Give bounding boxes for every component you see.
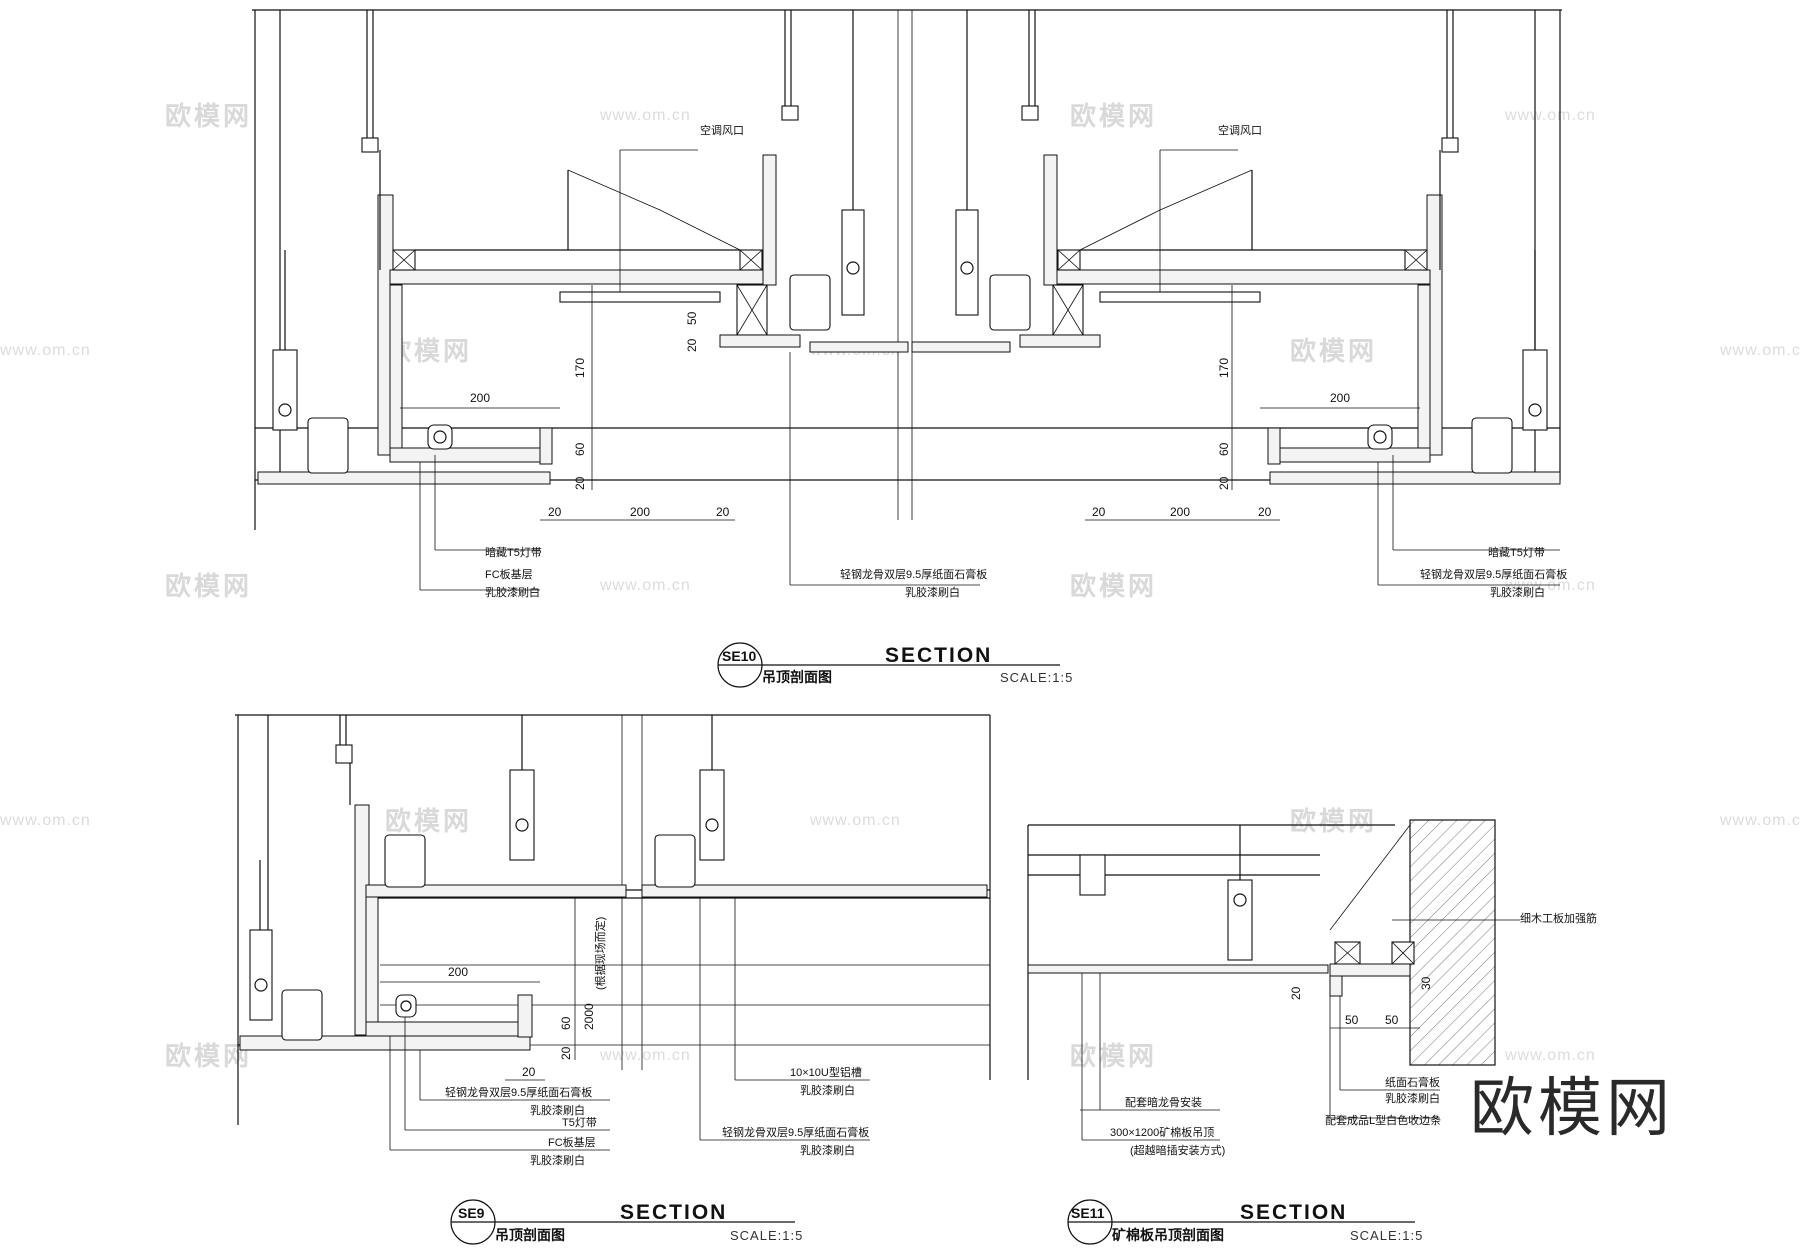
se9-tag: SE9 [458,1205,485,1221]
se9-label-fc-board: FC板基层 [548,1135,596,1149]
se10-section-word: SECTION [885,644,992,667]
se9-label-latex-b: 乳胶漆刷白 [530,1153,585,1167]
watermark-url: www.om.cn [0,812,91,829]
se10-section: 空调风口 [252,9,1567,688]
se10-label-latex-right: 乳胶漆刷白 [1490,585,1545,599]
brand-logo: 欧模网 [1470,1072,1674,1144]
watermark-url: www.om.cn [1504,577,1596,594]
se11-dim-50b: 50 [1385,1013,1399,1027]
se10-dim-b200-left: 200 [630,505,650,519]
se10-dim-b20b-right: 20 [1258,505,1272,519]
se9-label-latex-c: 乳胶漆刷白 [800,1083,855,1097]
se11-label-wood-board: 细木工板加强筋 [1520,911,1597,925]
se11-dim-30: 30 [1419,976,1433,990]
se9-label-groove: 10×10U型铝槽 [790,1065,862,1079]
se10-dim-b20a-right: 20 [1092,505,1106,519]
se10-label-fc-board: FC板基层 [485,567,533,581]
se11-dim-50a: 50 [1345,1013,1359,1027]
watermark-url: www.om.cn [809,812,901,829]
se11-title: 矿棉板吊顶剖面图 [1112,1227,1224,1243]
watermark-url: www.om.cn [599,107,691,124]
se11-dim-20: 20 [1289,986,1303,1000]
se10-label-ac-vent-left: 空调风口 [700,123,744,137]
watermark-logo: 欧模网 [1070,571,1157,601]
watermark-url: www.om.cn [1719,342,1800,359]
se10-dim-50-left: 50 [685,311,699,325]
se10-label-latex-mid: 乳胶漆刷白 [905,585,960,599]
se10-dim-200-left: 200 [470,391,490,405]
watermark-url: www.om.cn [1719,812,1800,829]
se10-label-gypsum-right: 轻钢龙骨双层9.5厚纸面石膏板 [1420,567,1567,581]
se10-dim-20-left: 20 [573,476,587,490]
watermark-url: www.om.cn [0,342,91,359]
se10-dim-b200-right: 200 [1170,505,1190,519]
watermark-logo: 欧模网 [1070,1041,1157,1071]
se10-dim-170-left: 170 [573,358,587,378]
watermark-logo: 欧模网 [165,101,252,131]
se11-label-keel: 配套暗龙骨安装 [1125,1095,1202,1109]
watermark-logo: 欧模网 [385,806,472,836]
se9-label-gypsum-b: 轻钢龙骨双层9.5厚纸面石膏板 [722,1125,869,1139]
se10-scale: SCALE:1:5 [1000,670,1073,685]
se11-section-word: SECTION [1240,1201,1347,1224]
se10-dim-60-right: 60 [1217,442,1231,456]
se11-label-install: (超越暗插安装方式) [1130,1143,1225,1157]
se9-label-latex-d: 乳胶漆刷白 [800,1143,855,1157]
watermark-url: www.om.cn [1504,107,1596,124]
se10-label-t5-right: 暗藏T5灯带 [1488,545,1545,559]
watermark-url: www.om.cn [599,1047,691,1064]
se10-title: 吊顶剖面图 [762,669,832,685]
watermark-logo: 欧模网 [1070,101,1157,131]
watermark-logo: 欧模网 [165,571,252,601]
watermark-url: www.om.cn [599,577,691,594]
se11-section: 20 50 50 30 细木工板加强筋 纸面石膏板 乳胶漆刷白 配套成品L型白色… [1027,819,1597,1245]
se9-section-word: SECTION [620,1201,727,1224]
se10-label-ac-vent-right: 空调风口 [1218,123,1262,137]
watermark-logo: 欧模网 [1290,806,1377,836]
se10-dim-170-right: 170 [1217,358,1231,378]
se10-dim-20-right: 20 [1217,476,1231,490]
se10-label-gypsum-mid: 轻钢龙骨双层9.5厚纸面石膏板 [840,567,987,581]
watermark-url: www.om.cn [1504,1047,1596,1064]
se10-label-t5-left: 暗藏T5灯带 [485,545,542,559]
se9-dim-2000: 2000 [582,1003,596,1030]
se10-dim-20b-left: 20 [685,338,699,352]
se9-section: 200 2000 (根据现场而定) 60 20 20 轻钢龙骨双层9.5厚纸面石… [235,714,991,1245]
se9-vertical-note: (根据现场而定) [593,917,607,990]
se10-tag: SE10 [722,648,756,664]
se9-scale: SCALE:1:5 [730,1228,803,1243]
se11-label-latex: 乳胶漆刷白 [1385,1091,1440,1105]
se9-dim-60: 60 [559,1016,573,1030]
watermark-logo: 欧模网 [165,1041,252,1071]
se9-label-gypsum-a: 轻钢龙骨双层9.5厚纸面石膏板 [445,1085,592,1099]
se9-dim-20b: 20 [522,1065,536,1079]
se10-dim-60-left: 60 [573,442,587,456]
se9-dim-200: 200 [448,965,468,979]
se10-dim-b20b-left: 20 [716,505,730,519]
se9-title: 吊顶剖面图 [495,1227,565,1243]
se10-dim-b20a-left: 20 [548,505,562,519]
watermark-logo: 欧模网 [1290,336,1377,366]
se11-tag: SE11 [1071,1205,1105,1221]
se11-scale: SCALE:1:5 [1350,1228,1423,1243]
se9-label-latex-a: 乳胶漆刷白 [530,1103,585,1117]
se11-label-gypsum: 纸面石膏板 [1385,1075,1440,1089]
se9-dim-20: 20 [559,1046,573,1060]
watermarks: 欧模网 www.om.cn 欧模网 www.om.cn www.om.cn 欧模… [0,101,1800,1071]
se9-label-t5: T5灯带 [562,1116,597,1129]
se11-label-panel: 300×1200矿棉板吊顶 [1110,1125,1214,1139]
se11-label-trim: 配套成品L型白色收边条 [1325,1113,1441,1127]
se10-label-latex-left: 乳胶漆刷白 [485,585,540,599]
se10-dim-200-right: 200 [1330,391,1350,405]
